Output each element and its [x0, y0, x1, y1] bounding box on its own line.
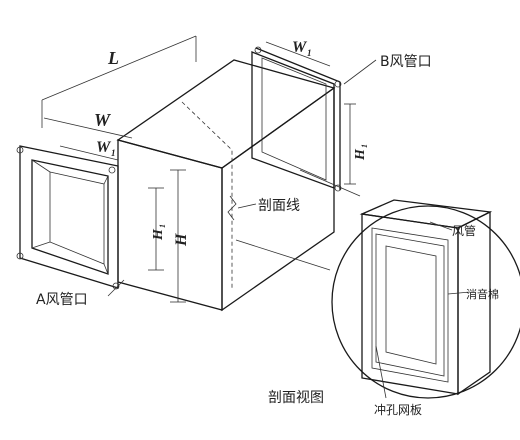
dim-width-a-base: W [96, 139, 112, 156]
label-sound-cotton: 消音棉 [466, 287, 499, 301]
outlet-b-flange [251, 46, 342, 192]
dim-width-a-sub: 1 [111, 148, 116, 158]
dim-width: W [94, 110, 112, 130]
label-perforated-plate: 冲孔网板 [374, 402, 422, 417]
dim-width-a: W 1 [96, 139, 116, 158]
label-section-view: 剖面视图 [268, 390, 324, 406]
section-line [181, 101, 237, 290]
dim-width-b: W 1 [292, 39, 312, 58]
section-view [331, 199, 520, 399]
dim-height-b: H 1 [353, 144, 369, 161]
dim-width-b-sub: 1 [307, 48, 312, 58]
label-outlet-b: B风管口 [380, 54, 432, 70]
dimension-lines [41, 35, 356, 303]
dim-height-a-sub: 1 [158, 224, 167, 228]
label-leaders [107, 59, 377, 297]
dim-length: L [107, 48, 119, 68]
dim-height-b-sub: 1 [360, 144, 369, 148]
label-duct: 风管 [452, 223, 476, 238]
dim-width-b-base: W [292, 39, 308, 56]
dim-height-a: H 1 [151, 224, 167, 241]
inlet-a-flange [16, 145, 120, 290]
dim-height-b-base: H [353, 148, 368, 161]
section-leaders [375, 221, 471, 399]
silencer-box [116, 59, 336, 312]
dim-height-a-base: H [151, 228, 166, 241]
dim-height: H [173, 233, 190, 247]
label-inlet-a: A风管口 [36, 292, 88, 308]
label-section-line: 剖面线 [258, 198, 300, 214]
